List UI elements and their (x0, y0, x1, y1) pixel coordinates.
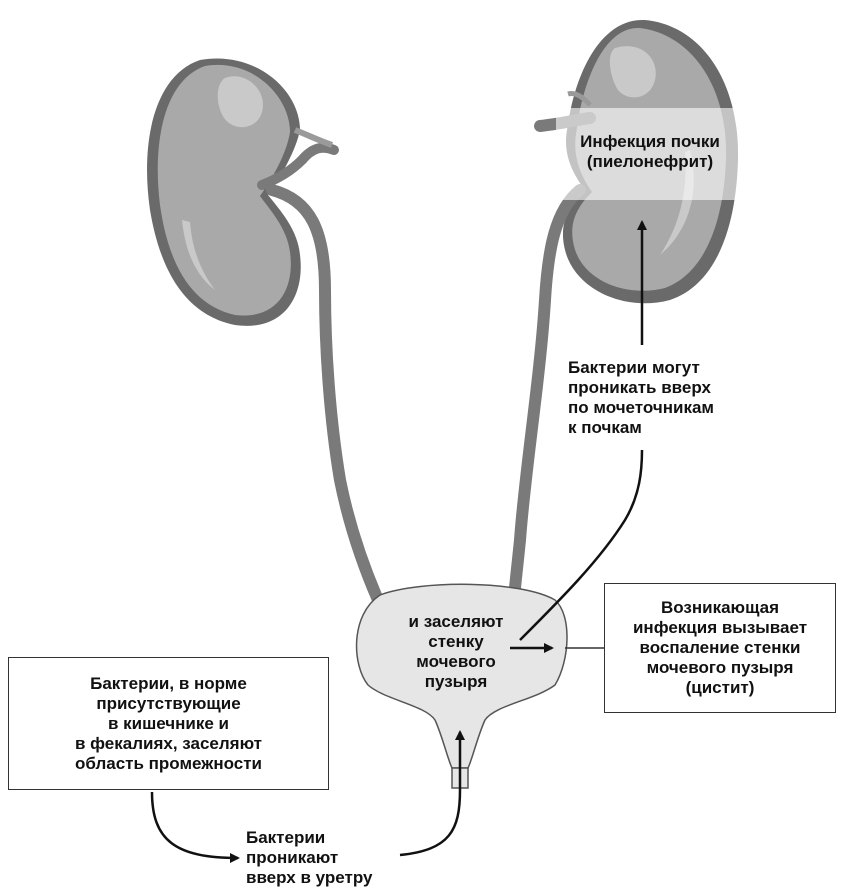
urethra-entry-line-1: Бактерии (246, 828, 416, 848)
perineum-line-1: Бактерии, в норме (75, 674, 262, 694)
arrow-perineum-to-urethra (152, 792, 238, 858)
bacteria-ureters-line-2: проникать вверх (568, 378, 768, 398)
urethra-entry-label: Бактерии проникают вверх в уретру (246, 828, 416, 888)
perineum-line-4: в фекалиях, заселяют (75, 734, 262, 754)
bladder-colonize-label: и заселяют стенку мочевого пузыря (376, 612, 536, 692)
bladder-colonize-line-2: стенку (376, 632, 536, 652)
cystitis-line-5: (цистит) (633, 678, 807, 698)
bladder-colonize-line-1: и заселяют (376, 612, 536, 632)
bacteria-ureters-line-4: к почкам (568, 418, 768, 438)
cystitis-line-4: мочевого пузыря (633, 658, 807, 678)
bacteria-ureters-line-3: по мочеточникам (568, 398, 768, 418)
cystitis-line-2: инфекция вызывает (633, 618, 807, 638)
bacteria-ureters-line-1: Бактерии могут (568, 358, 768, 378)
left-kidney (147, 58, 334, 325)
cystitis-box: Возникающая инфекция вызывает воспаление… (604, 583, 836, 713)
bladder-colonize-line-3: мочевого (376, 652, 536, 672)
perineum-line-2: присутствующие (75, 694, 262, 714)
perineum-line-5: область промежности (75, 754, 262, 774)
urethra-entry-line-3: вверх в уретру (246, 868, 416, 888)
bacteria-ureters-label: Бактерии могут проникать вверх по мочето… (568, 358, 768, 438)
cystitis-line-3: воспаление стенки (633, 638, 807, 658)
urethra-entry-line-2: проникают (246, 848, 416, 868)
perineum-line-3: в кишечнике и (75, 714, 262, 734)
kidney-infection-label: Инфекция почки (пиелонефрит) (556, 132, 744, 172)
kidney-infection-line-1: Инфекция почки (556, 132, 744, 152)
kidney-infection-line-2: (пиелонефрит) (556, 152, 744, 172)
perineum-box: Бактерии, в норме присутствующие в кишеч… (8, 657, 329, 790)
cystitis-line-1: Возникающая (633, 598, 807, 618)
bladder-colonize-line-4: пузыря (376, 672, 536, 692)
